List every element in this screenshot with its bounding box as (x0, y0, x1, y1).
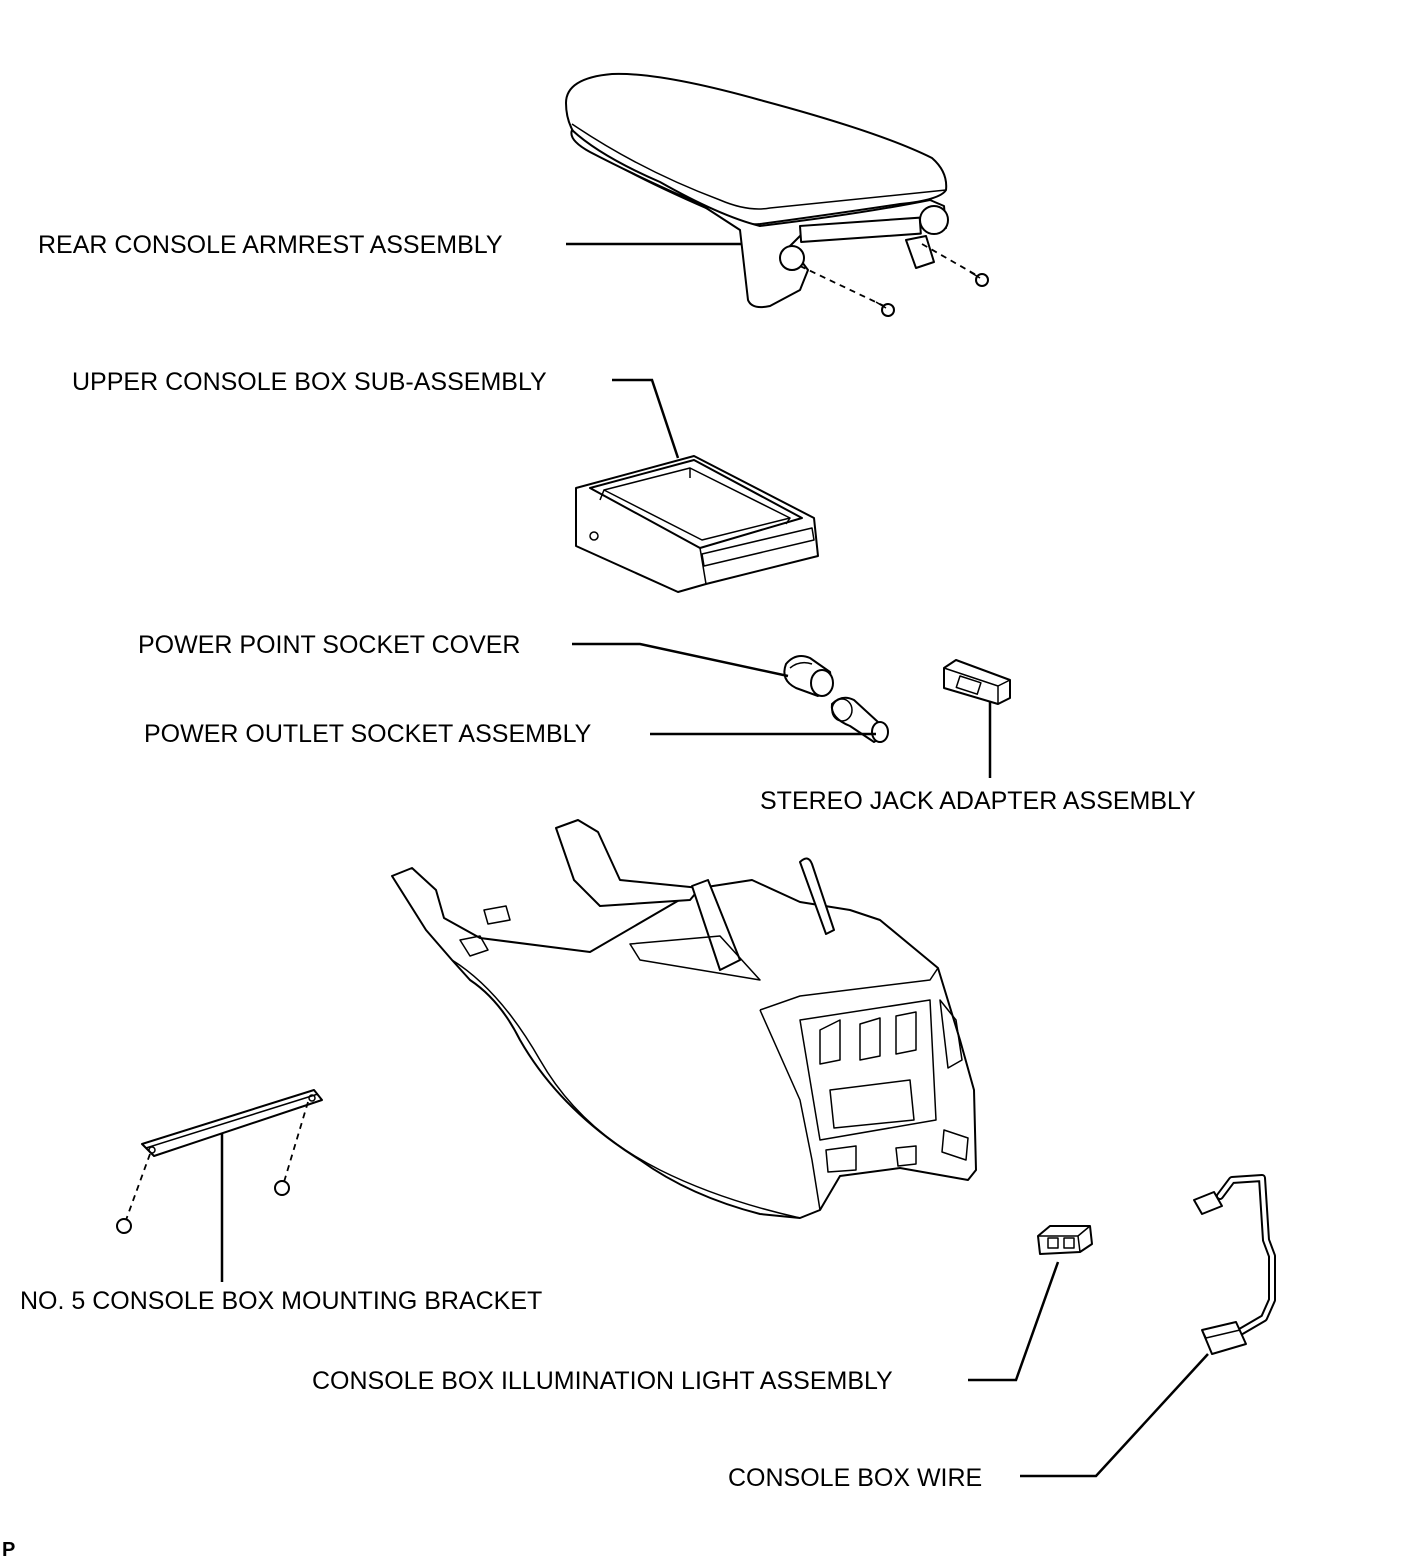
illumination-light-drawing (1037, 1225, 1093, 1255)
label-stereo-jack-adapter: STEREO JACK ADAPTER ASSEMBLY (760, 787, 1196, 815)
label-rear-console-armrest: REAR CONSOLE ARMREST ASSEMBLY (38, 231, 503, 259)
leader-lines (220, 242, 1209, 1478)
label-power-point-socket-cover: POWER POINT SOCKET COVER (138, 631, 520, 659)
upper-console-box-drawing (575, 455, 819, 593)
label-console-box-wire: CONSOLE BOX WIRE (728, 1464, 982, 1492)
socket-cover-drawing (783, 655, 834, 697)
stereo-jack-drawing (943, 659, 1011, 705)
label-illumination-light: CONSOLE BOX ILLUMINATION LIGHT ASSEMBLY (312, 1367, 893, 1395)
outlet-socket-drawing (830, 696, 889, 743)
label-upper-console-box: UPPER CONSOLE BOX SUB-ASSEMBLY (72, 368, 547, 396)
console-box-wire-drawing (1193, 1174, 1276, 1355)
console-box-body-drawing (391, 819, 977, 1219)
rear-console-armrest-drawing (565, 72, 989, 317)
corner-mark: P (2, 1539, 15, 1561)
label-power-outlet-socket: POWER OUTLET SOCKET ASSEMBLY (144, 720, 592, 748)
mounting-bracket-drawing (116, 1089, 323, 1234)
label-mounting-bracket: NO. 5 CONSOLE BOX MOUNTING BRACKET (20, 1287, 542, 1315)
